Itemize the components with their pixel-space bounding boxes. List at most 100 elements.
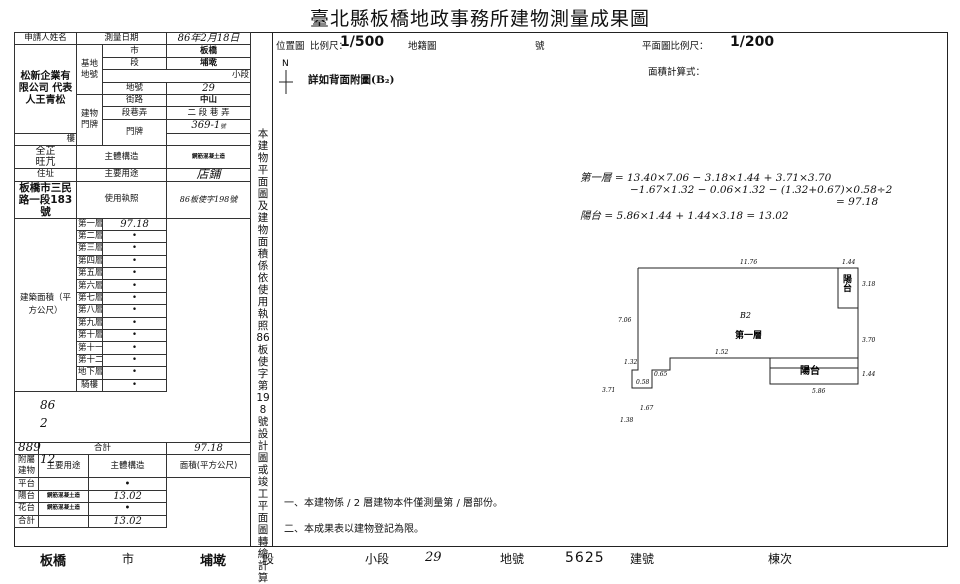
dim-12: 1.67 <box>640 405 654 412</box>
dim-13: 1.38 <box>620 417 634 424</box>
floor-area: 97.18 <box>101 217 168 231</box>
building-outline <box>631 267 859 389</box>
structure-value: 鋼筋混凝土造 <box>166 145 252 170</box>
attached-row: 平台• <box>14 477 251 491</box>
calc-line-1: 第一層 = 13.40×7.06 − 3.18×1.44 + 3.71×3.70 <box>580 172 832 184</box>
floor-area: • <box>101 279 168 293</box>
footer-section-label: 段 <box>262 552 275 566</box>
footer-sheet-label: 棟次 <box>768 552 793 566</box>
floor-row: 第二層• <box>15 229 251 244</box>
attached-header-use: 主要用途 <box>38 454 89 479</box>
use-label: 主要用途 <box>75 168 168 182</box>
section-label: 段 <box>101 56 168 71</box>
north-arrow-icon: N <box>279 59 293 94</box>
address-label: 住址 <box>14 168 77 182</box>
floor-area: • <box>101 291 168 306</box>
doc-doc-num: 2 <box>40 416 48 430</box>
structure-label: 主體構造 <box>75 145 168 170</box>
floor-area: • <box>101 316 168 331</box>
map-label: 地籍圖 <box>408 41 437 52</box>
city-value: 板橋 <box>166 44 252 58</box>
floor-name: 第三層 <box>76 242 103 256</box>
floor-area: • <box>101 378 168 393</box>
dim-7: 1.44 <box>862 371 876 378</box>
dim-5: 3.70 <box>862 337 876 344</box>
address-value: 板橋市三民路一段183號 <box>14 180 77 219</box>
balcony-bottom-outline <box>769 357 859 385</box>
section-value: 埔墘 <box>166 56 252 71</box>
attached-structure: 鋼筋混凝土造 <box>38 489 89 504</box>
doc-doc-month: 889 <box>18 440 41 454</box>
attached-total-row: 合計 13.02 <box>14 514 251 528</box>
doc-doc-day: 12 <box>40 452 56 466</box>
dim-8: 5.86 <box>812 388 826 395</box>
floor-name: 第四層 <box>76 254 103 269</box>
attached-structure <box>38 477 89 491</box>
plan-scale-value: 1/200 <box>730 34 775 50</box>
dim-11: 0.65 <box>654 371 668 378</box>
floor-row: 第十一層• <box>15 341 251 355</box>
permit-value: 86板使字198號 <box>166 180 252 219</box>
door-value: 369-1號 <box>166 118 252 134</box>
calc-line-3: 陽台 = 5.86×1.44 + 1.44×3.18 = 13.02 <box>580 210 789 222</box>
footer-parcel: 29 <box>425 550 442 565</box>
floor-area: • <box>101 353 168 368</box>
attached-total-value: 13.02 <box>87 514 168 528</box>
attached-area: • <box>87 477 168 491</box>
city-label: 市 <box>101 44 168 58</box>
attached-header-structure: 主體構造 <box>87 454 168 479</box>
parcel-label: 地號 <box>101 81 168 95</box>
note-1: 一、本建物係 / 2 層建物本件僅測量第 / 層部份。 <box>284 498 503 509</box>
subsection-label: 小段 <box>101 69 252 83</box>
attached-building-table: 合計 97.18 附屬建物 主要用途 主體構造 面積(平方公尺) 平台•陽台鋼筋… <box>14 441 252 528</box>
attached-area: • <box>87 502 168 516</box>
plan-label-b2: B2 <box>739 311 751 320</box>
footer-subsection-label: 小段 <box>365 552 390 566</box>
floor-area: • <box>101 329 168 343</box>
dim-1: 11.76 <box>740 259 757 266</box>
note-divider <box>272 32 273 547</box>
floor-row: 第四層• <box>15 254 251 269</box>
document-title: 臺北縣板橋地政事務所建物測量成果圖 <box>309 8 650 30</box>
lane-value: 二 段 巷 弄 <box>166 106 252 120</box>
permit-label: 使用執照 <box>75 180 168 219</box>
area-header: 建築面積（平方公尺） <box>14 217 77 392</box>
floor-area: • <box>101 304 168 318</box>
plan-label-balcony-bottom: 陽台 <box>800 364 820 377</box>
building-no-label: 建物門牌 <box>76 93 103 147</box>
location-label: 位置圖 <box>276 41 305 52</box>
plan-label-balcony-right: 陽台 <box>841 274 852 293</box>
floor-name: 騎樓 <box>76 378 103 393</box>
floor-row: 第九層• <box>15 316 251 331</box>
dim-6: 1.32 <box>624 359 638 366</box>
floor-area: • <box>101 267 168 281</box>
floor-name: 第七層 <box>76 291 103 306</box>
location-note: 詳如背面附圖(B₂) <box>308 74 395 86</box>
door-label: 門牌 <box>101 118 168 147</box>
dim-4: 7.06 <box>618 317 632 324</box>
plan-label-first-floor: 第一層 <box>735 329 762 341</box>
footer-building-no: 5625 <box>565 550 605 566</box>
map-suffix: 號 <box>535 41 545 52</box>
floor-area: • <box>101 366 168 380</box>
floor-name: 第八層 <box>76 304 103 318</box>
lane-label: 段巷弄 <box>101 106 168 120</box>
applicant-label: 申請人姓名 <box>14 31 77 46</box>
dim-14: 1.52 <box>715 349 729 356</box>
floor-name: 第十一層 <box>76 341 103 355</box>
attached-use: 陽台 <box>14 489 39 504</box>
north-letter: N <box>282 59 289 69</box>
floor-name: 第十層 <box>76 329 103 343</box>
attached-header-area: 面積(平方公尺) <box>166 454 252 479</box>
attached-total-label: 合計 <box>14 514 39 528</box>
dim-9: 3.71 <box>602 387 615 394</box>
parcel-value: 29 <box>166 81 252 95</box>
attached-structure: 鋼筋混凝土造 <box>38 502 89 516</box>
floor-name: 第六層 <box>76 279 103 293</box>
vertical-note: 本建物平面圖及建物面積係依使用執照86板使字第198號設計圖或竣工平面圖轉繪計算 <box>256 128 270 584</box>
attached-label: 附屬建物 <box>14 454 39 479</box>
use-value: 店鋪 <box>166 168 252 182</box>
floor-row: 第三層• <box>15 242 251 256</box>
floor-area: • <box>101 229 168 244</box>
